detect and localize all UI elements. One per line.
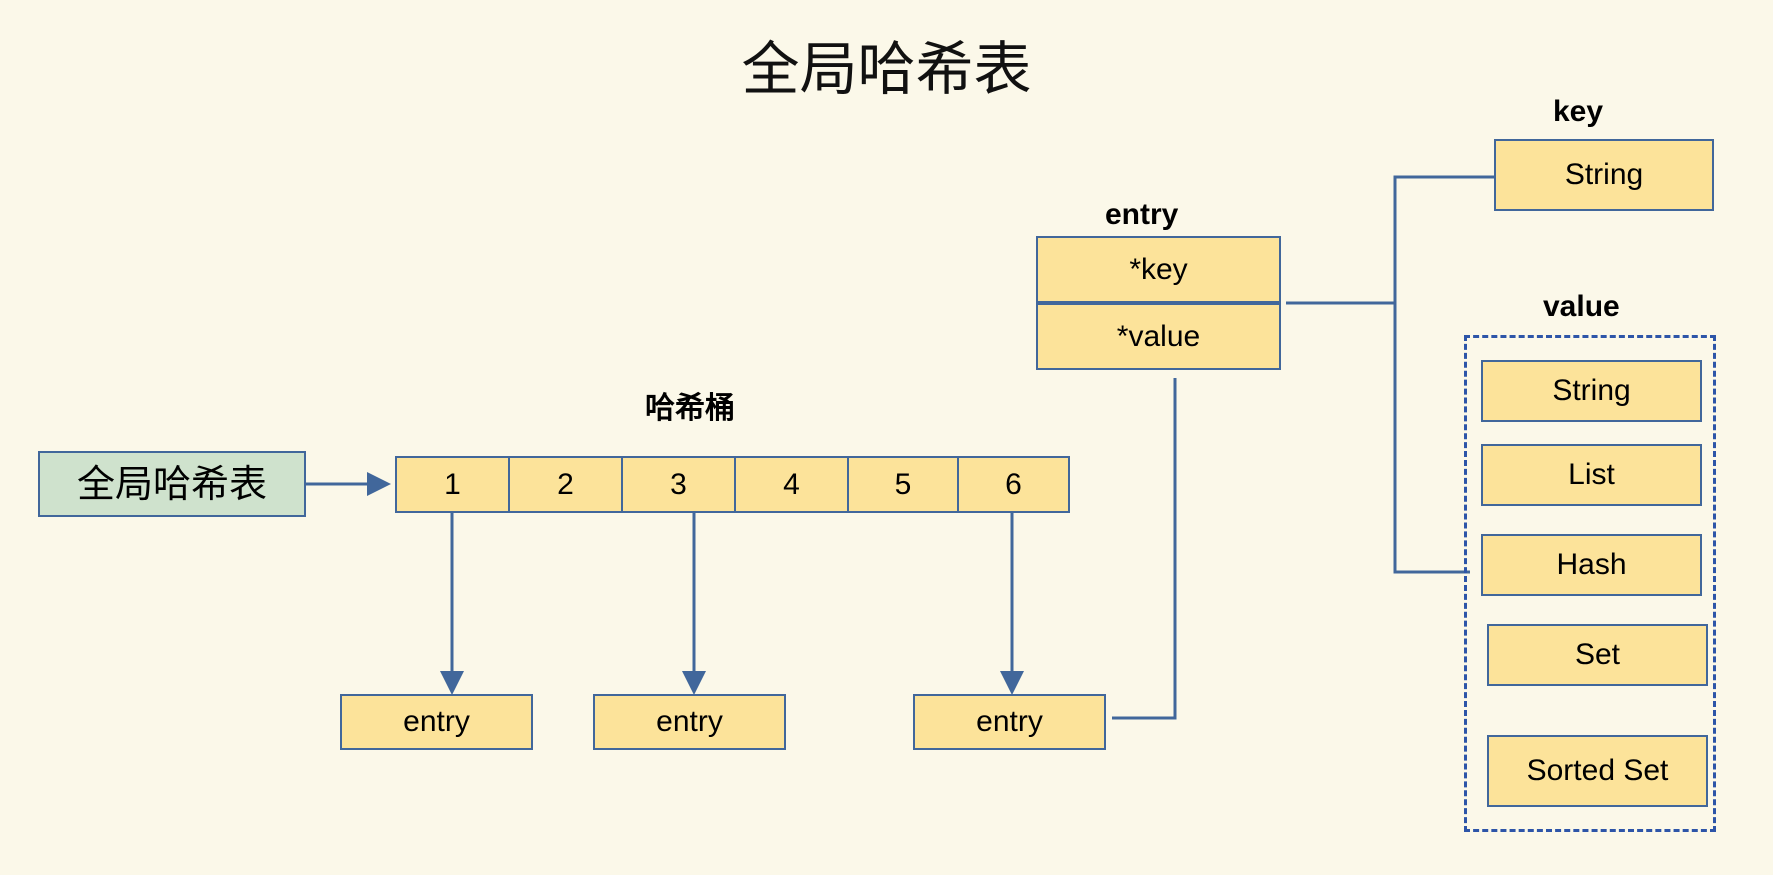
value-type-label: String xyxy=(1552,374,1631,407)
value-type-label: Set xyxy=(1574,638,1621,671)
hash-bucket-cell[interactable]: 1 xyxy=(397,458,510,511)
global-hash-table-box[interactable]: 全局哈希表 xyxy=(38,451,306,517)
value-type-label: Sorted Set xyxy=(1526,754,1669,787)
value-types-container xyxy=(1464,335,1716,832)
entry-box-label: entry xyxy=(403,705,470,738)
value-type-label: Hash xyxy=(1556,548,1627,581)
page-title: 全局哈希表 xyxy=(741,35,1032,103)
value-type-box[interactable]: String xyxy=(1481,360,1702,422)
key-type-label: String xyxy=(1564,158,1644,191)
hash-bucket-array: 1 2 3 4 5 6 xyxy=(395,456,1070,513)
entry-box[interactable]: entry xyxy=(913,694,1106,750)
value-type-box[interactable]: Set xyxy=(1487,624,1708,686)
entry-struct-group-label: entry xyxy=(1105,198,1179,231)
entry-box-label: entry xyxy=(656,705,723,738)
entry-box[interactable]: entry xyxy=(340,694,533,750)
entry-struct-key-field[interactable]: *key xyxy=(1036,236,1281,303)
value-type-box[interactable]: Hash xyxy=(1481,534,1702,596)
value-type-box[interactable]: Sorted Set xyxy=(1487,735,1708,807)
entry-struct-value-label: *value xyxy=(1116,319,1201,353)
entry-box-label: entry xyxy=(976,705,1043,738)
hash-bucket-group-label: 哈希桶 xyxy=(645,391,735,426)
entry-struct-key-label: *key xyxy=(1129,252,1188,286)
hash-bucket-cell[interactable]: 6 xyxy=(1005,467,1022,501)
hash-bucket-cell[interactable]: 4 xyxy=(736,458,849,511)
global-hash-table-label: 全局哈希表 xyxy=(76,462,267,506)
value-type-box[interactable]: List xyxy=(1481,444,1702,506)
entry-struct-value-field[interactable]: *value xyxy=(1036,303,1281,370)
entry-box[interactable]: entry xyxy=(593,694,786,750)
hash-bucket-cell[interactable]: 2 xyxy=(510,458,623,511)
hash-bucket-cell[interactable]: 5 xyxy=(849,458,959,511)
value-type-label: List xyxy=(1568,458,1615,491)
key-group-label: key xyxy=(1553,95,1604,128)
key-type-string-box[interactable]: String xyxy=(1494,139,1714,211)
value-group-label: value xyxy=(1543,290,1620,323)
hash-bucket-cell[interactable]: 3 xyxy=(623,458,736,511)
